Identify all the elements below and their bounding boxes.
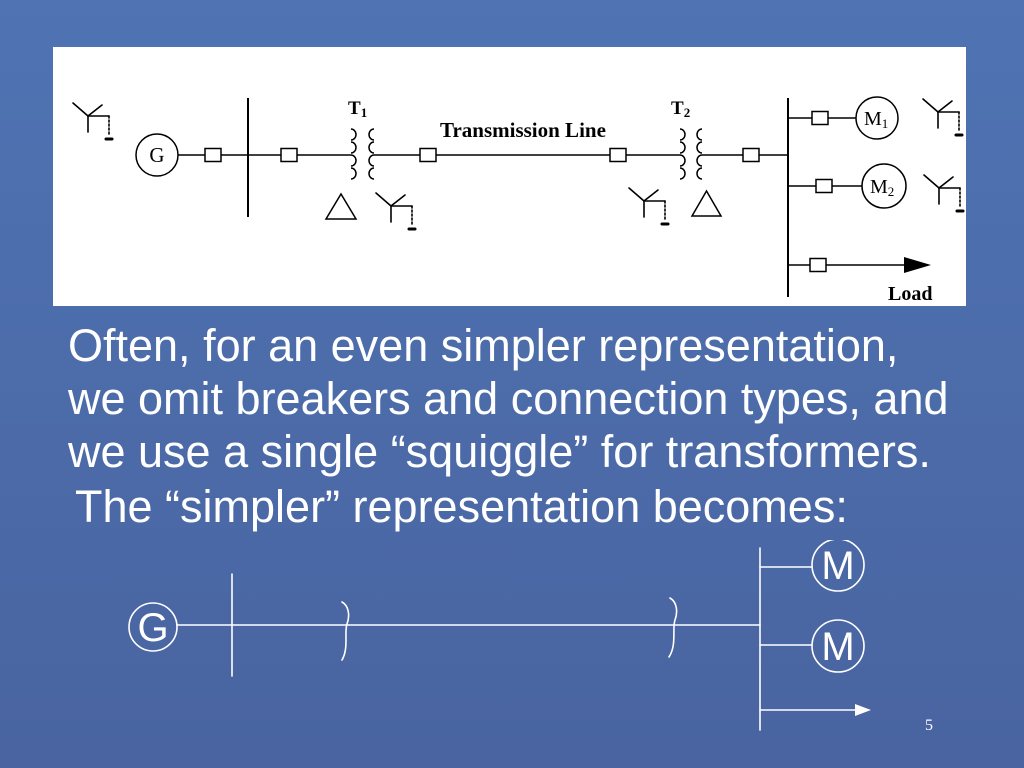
diagram-panel-background [53,47,966,306]
simplified-one-line-diagram: G M M [128,540,871,731]
body-text-line-3: we use a single “squiggle” for transform… [68,426,931,477]
motor-1-label-simplified: M [821,544,854,588]
generator-label-simplified: G [137,606,168,650]
breaker-icon [811,110,829,126]
breaker-icon [609,147,627,163]
motor-2-label: M2 [870,176,894,199]
transformer-squiggle-icon-1 [341,601,350,661]
breaker-icon [419,147,437,163]
breaker-icon [204,147,222,163]
generator-label: G [149,143,164,167]
breaker-icon [742,147,760,163]
generator-circle [135,133,179,177]
t1-secondary-winding-icon [368,128,375,180]
transformer-2-label: T2 [671,98,690,120]
transformer-squiggle-icon-2 [668,597,678,658]
load-arrowhead-icon [904,257,931,273]
transformer-1-label: T1 [348,98,367,120]
t2-primary-winding-icon [679,128,686,180]
transformer-2-label-subscript: 2 [684,105,691,120]
motor-1-label-letter: M [864,108,882,130]
body-text-line-2: we omit breakers and connection types, a… [68,373,949,424]
motor-1-label-subscript: 1 [882,116,889,131]
motor-2-circle-simplified [811,619,865,673]
motor-1-label: M1 [864,108,888,131]
transformer-2-label-letter: T [671,98,684,119]
detailed-one-line-diagram: G T1 T2 Transmission Line M1 M2 Load [53,47,966,306]
t1-primary-winding-icon [350,128,357,180]
breaker-icon [809,257,827,273]
motor-1-circle [855,96,899,140]
transformer-1-label-subscript: 1 [361,105,368,120]
body-text-closing-line: The “simpler” representation becomes: [75,481,848,532]
delta-icon-t2 [690,189,723,217]
motor-1-circle-simplified [811,540,865,592]
motor-2-label-letter: M [870,176,888,198]
delta-icon-t1 [324,192,358,220]
motor-2-circle [861,163,907,209]
transformer-1-label-letter: T [348,98,361,119]
page-number: 5 [925,717,933,734]
load-label: Load [888,283,932,305]
motor-2-label-simplified: M [821,625,854,669]
body-text-line-1: Often, for an even simpler representatio… [68,320,899,371]
generator-circle-simplified [128,602,178,652]
transmission-line-label: Transmission Line [440,118,606,142]
breaker-icon [815,178,833,194]
t2-secondary-winding-icon [696,128,703,180]
load-arrowhead-icon-simplified [855,704,871,716]
breaker-icon [280,147,298,163]
motor-2-label-subscript: 2 [888,184,895,199]
